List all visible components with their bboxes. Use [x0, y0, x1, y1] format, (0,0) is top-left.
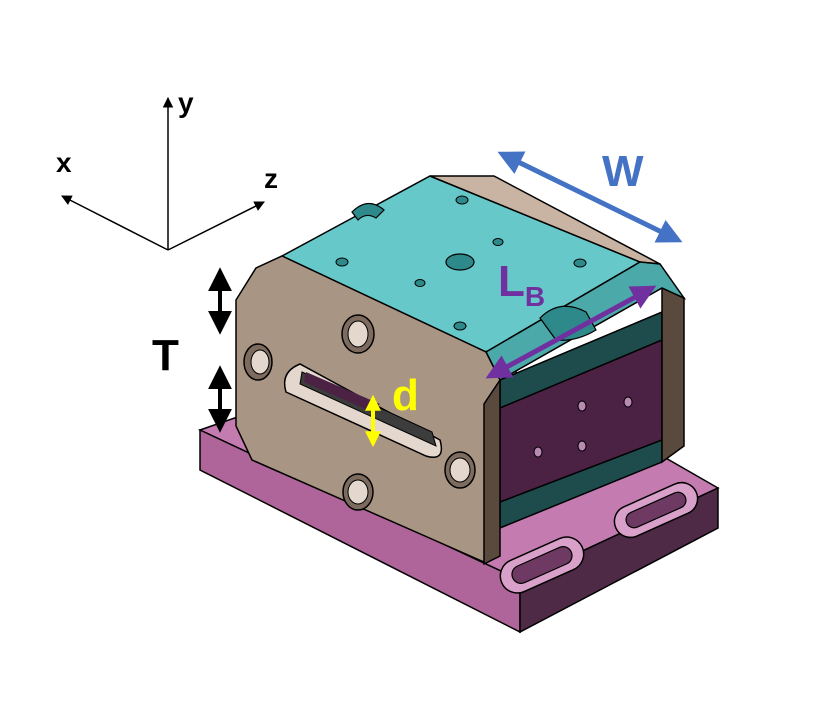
top-hole [455, 195, 469, 205]
bolt-hole-bottom [342, 473, 374, 511]
x-axis-arrow [61, 195, 169, 251]
length-label: LB [498, 257, 545, 312]
bolt-hole-top [341, 314, 375, 354]
top-hole [573, 258, 587, 268]
side-hole [533, 446, 543, 458]
mounting-slot-back [613, 481, 699, 539]
length-label-main: L [498, 257, 525, 306]
z-axis-arrow [167, 201, 265, 251]
top-notch-back [351, 202, 385, 221]
y-axis-label: y [178, 87, 194, 118]
beam-aperture-purple [304, 372, 380, 412]
thickness-dimension: T [152, 267, 232, 433]
back-end-plate-edge [661, 286, 685, 464]
width-dimension: W [497, 147, 683, 243]
x-axis-label: x [56, 147, 72, 178]
top-hole [335, 257, 349, 267]
top-hole-large [445, 253, 475, 271]
top-hole [492, 238, 504, 246]
bolt-hole-left [243, 343, 273, 381]
side-hole [577, 400, 587, 412]
gap-label: d [392, 371, 419, 420]
length-dimension: LB [485, 257, 657, 379]
length-label-subscript: B [525, 281, 545, 312]
coordinate-axes: y x z [56, 87, 278, 251]
z-axis-label: z [264, 163, 278, 194]
mounting-slot-front [499, 536, 585, 594]
top-hole [453, 321, 467, 331]
width-label: W [602, 147, 644, 196]
side-hole [623, 396, 633, 408]
top-hole [414, 279, 426, 287]
bolt-hole-right [444, 451, 476, 489]
width-arrow [497, 151, 683, 243]
gap-dimension: d [365, 371, 419, 448]
length-arrow [485, 285, 657, 379]
thickness-label: T [152, 331, 179, 380]
side-hole [577, 440, 587, 452]
